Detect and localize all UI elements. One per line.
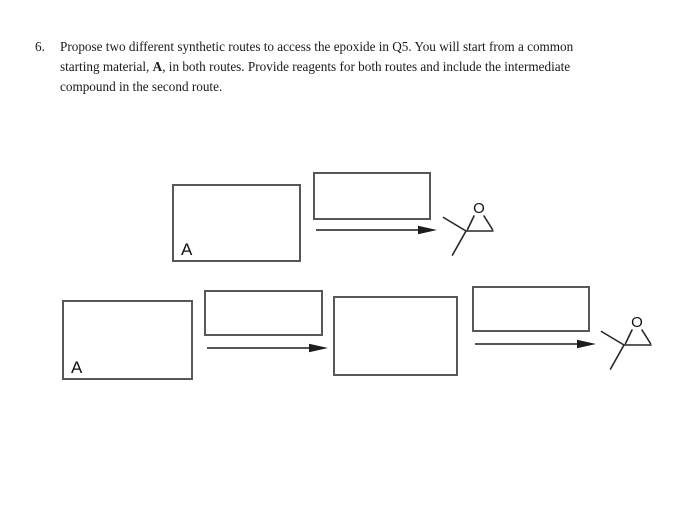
route2-reaction-arrow-2-icon bbox=[475, 339, 596, 349]
route1-start-label: A bbox=[181, 240, 193, 259]
route1-methyl-bond-upper bbox=[442, 216, 467, 232]
route1-oxygen-atom-label: O bbox=[473, 200, 485, 217]
route2-epoxide-right-co-bond bbox=[641, 329, 652, 345]
question-text: Propose two different synthetic routes t… bbox=[60, 37, 573, 97]
route2-reagent-box-2[interactable] bbox=[472, 286, 590, 332]
question-line-2: starting material, A, in both routes. Pr… bbox=[60, 57, 573, 77]
question-line-1: Propose two different synthetic routes t… bbox=[60, 39, 574, 54]
route1-reaction-arrow-icon bbox=[316, 225, 437, 235]
route2-reaction-arrow-1-icon bbox=[207, 343, 328, 353]
route1-epoxide-product-structure: O bbox=[442, 200, 494, 256]
route1-methyl-bond-lower bbox=[451, 230, 467, 256]
question-number: 6. bbox=[35, 39, 45, 54]
question-line-2-pre: starting material, bbox=[60, 59, 153, 74]
route2-epoxide-product-structure: O bbox=[600, 314, 652, 370]
route1-reagent-box[interactable] bbox=[313, 172, 431, 220]
route2-starting-material-box[interactable]: A bbox=[62, 300, 193, 380]
route2-methyl-bond-upper bbox=[600, 330, 625, 346]
route1-epoxide-left-co-bond bbox=[466, 215, 475, 231]
route2-reagent-box-1[interactable] bbox=[204, 290, 323, 336]
route2-intermediate-box[interactable] bbox=[333, 296, 458, 376]
route1-starting-material-box[interactable]: A bbox=[172, 184, 301, 262]
route2-start-label: A bbox=[71, 358, 83, 377]
route2-epoxide-left-co-bond bbox=[624, 329, 633, 345]
route2-methyl-bond-lower bbox=[609, 344, 625, 370]
route1-epoxide-right-co-bond bbox=[483, 215, 494, 231]
starting-material-a-bold: A bbox=[152, 59, 163, 74]
question-line-2-post: , in both routes. Provide reagents for b… bbox=[162, 59, 571, 74]
route2-oxygen-atom-label: O bbox=[631, 314, 643, 331]
question-line-3: compound in the second route. bbox=[60, 79, 223, 94]
